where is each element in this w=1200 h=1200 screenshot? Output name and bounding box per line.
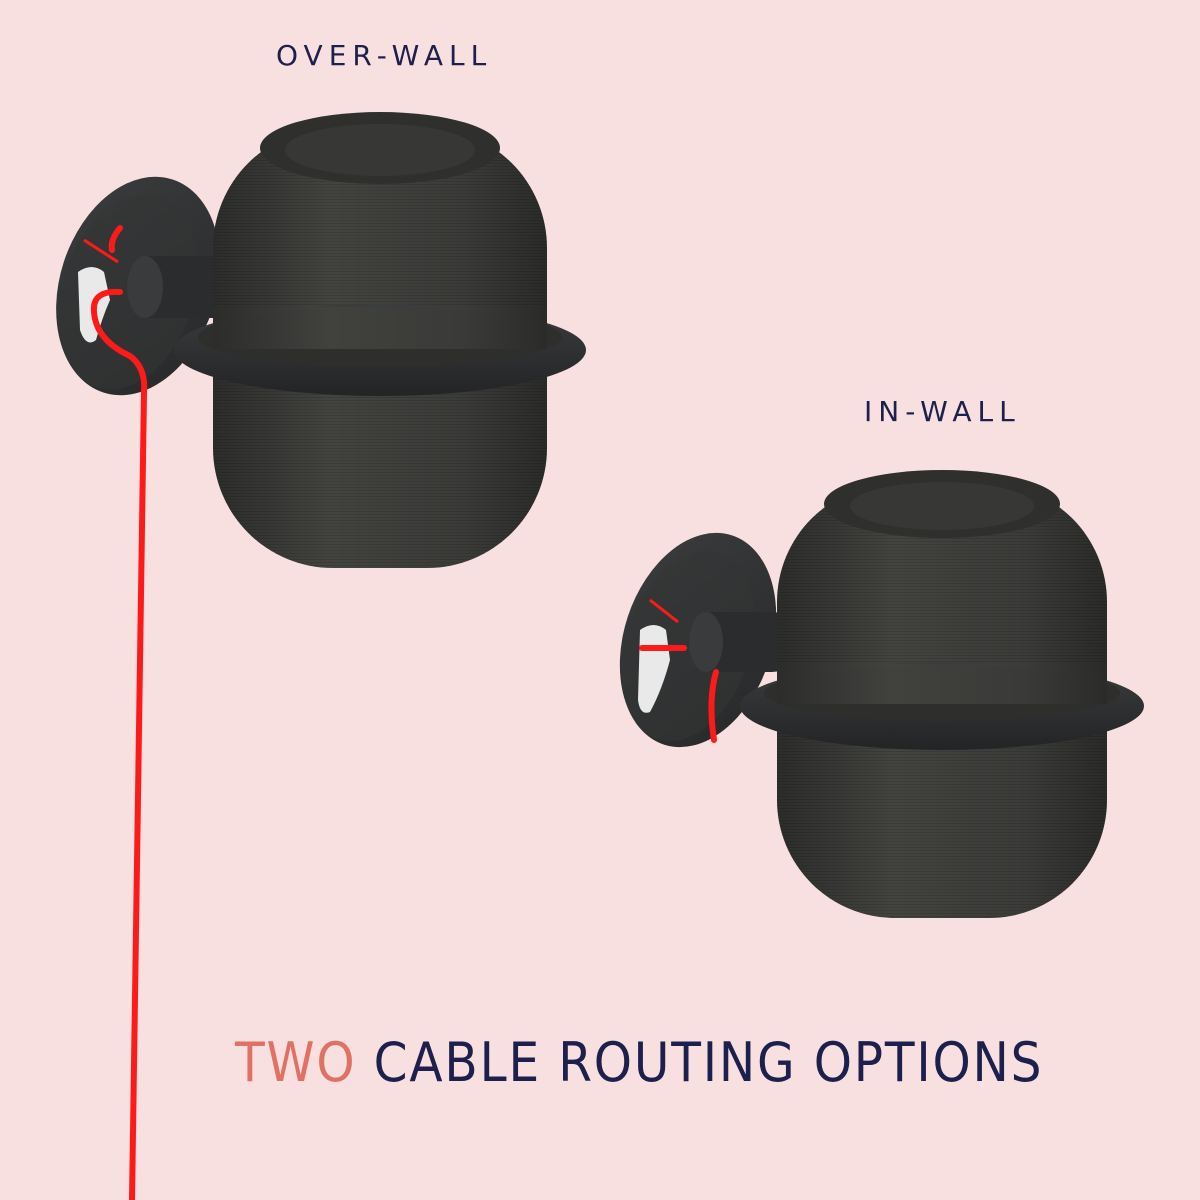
in-wall-mount	[619, 470, 1144, 918]
headline-accent: TWO	[235, 1031, 357, 1094]
over-wall-label: OVER-WALL	[276, 39, 493, 72]
over-wall-mount	[56, 112, 586, 1200]
over-wall-cable	[90, 225, 148, 1200]
headline-rest: CABLE ROUTING OPTIONS	[373, 1031, 1044, 1094]
in-wall-cable	[639, 645, 719, 743]
in-wall-label: IN-WALL	[864, 395, 1021, 428]
headline: TWO CABLE ROUTING OPTIONS	[235, 1036, 1043, 1090]
